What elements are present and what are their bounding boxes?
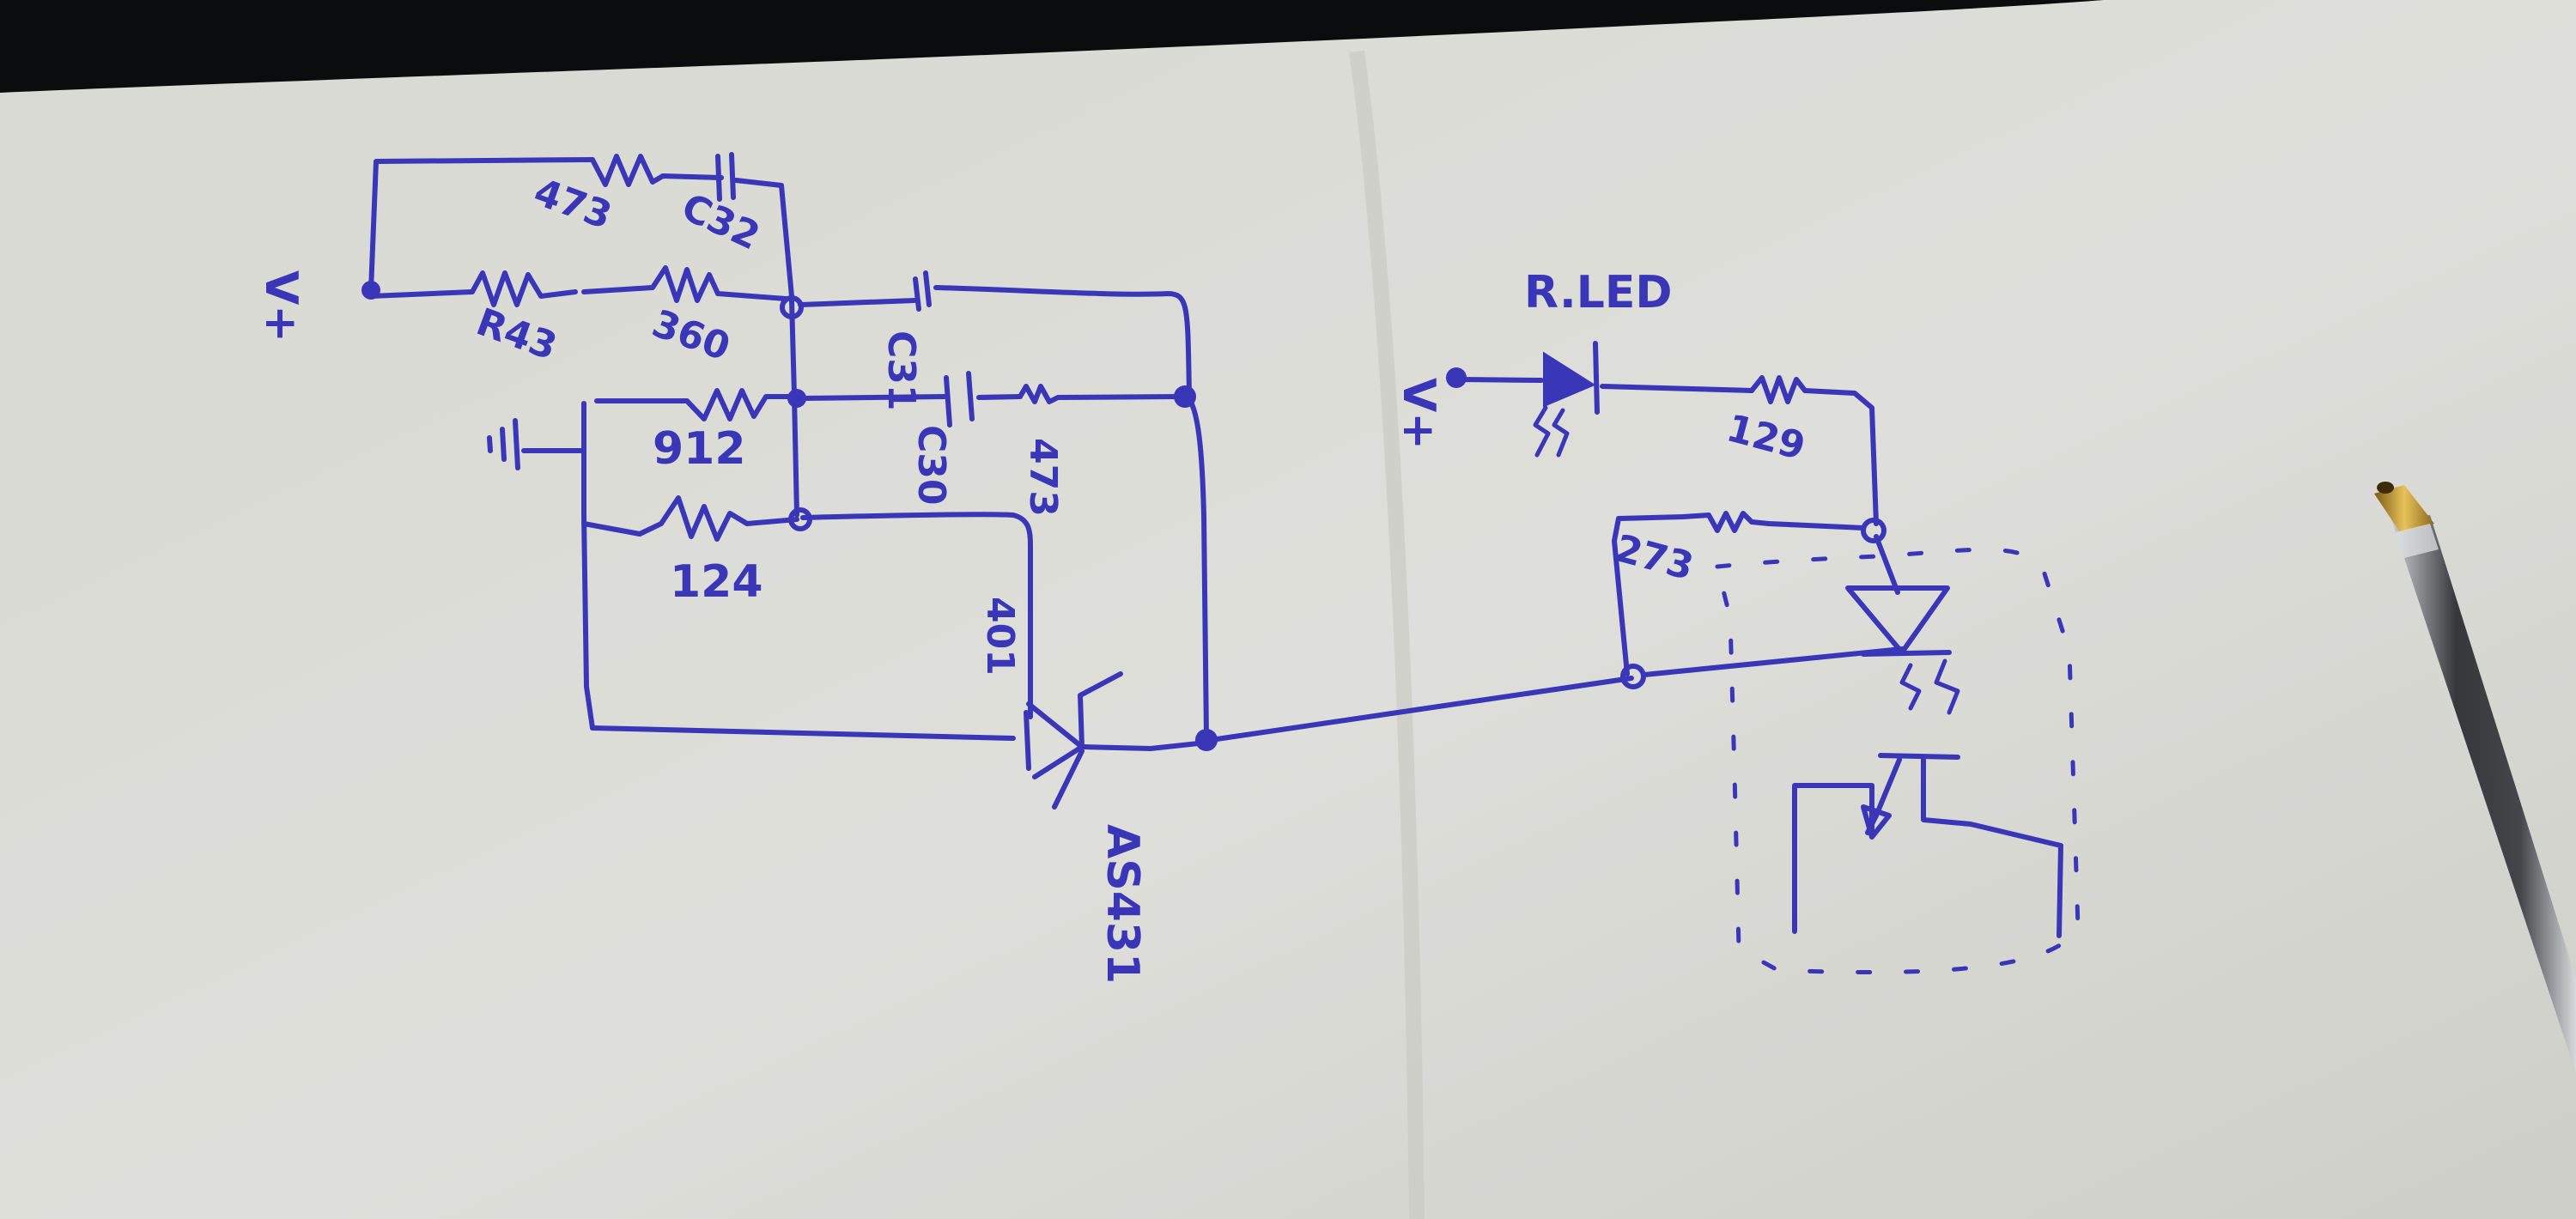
wire-top-right bbox=[733, 178, 794, 299]
label-pin-401: 401 bbox=[978, 597, 1022, 676]
as431-shunt-regulator-icon bbox=[590, 671, 1209, 810]
resistor-r43 bbox=[470, 270, 578, 307]
resistor-129 bbox=[1749, 375, 1879, 526]
label-r-124: 124 bbox=[670, 556, 763, 608]
wire-124-left bbox=[581, 521, 642, 537]
led-icon bbox=[1533, 341, 1600, 458]
vplus-label-right: V+ bbox=[1393, 378, 1444, 450]
wire-ref bbox=[800, 512, 1033, 719]
wire-anode bbox=[590, 725, 1016, 741]
junction-opto-anode bbox=[1861, 518, 1886, 543]
vplus-label-left: V+ bbox=[255, 270, 307, 343]
wire-top-left bbox=[368, 157, 595, 293]
wire-to-opto bbox=[1208, 676, 1634, 743]
wire-273-right bbox=[1749, 519, 1866, 531]
optocoupler-phototransistor-icon bbox=[1792, 753, 2063, 938]
ballpoint-pen bbox=[2374, 482, 2576, 1073]
resistor-473-top bbox=[590, 154, 724, 187]
right-network: R.LED V+ 129 273 bbox=[1393, 267, 2081, 975]
ground-icon bbox=[487, 418, 520, 470]
junction-node-2 bbox=[787, 389, 806, 408]
label-r-473-mid: 473 bbox=[1021, 438, 1065, 517]
optocoupler-led-icon bbox=[1845, 534, 1960, 715]
cap-c31-plate-a bbox=[913, 276, 921, 312]
wire-vplus-r43 bbox=[368, 289, 475, 299]
wire-left-bus bbox=[581, 401, 595, 731]
paper-fold bbox=[1349, 50, 1425, 1219]
cap-c32-plate-b bbox=[729, 152, 736, 200]
resistor-360 bbox=[581, 265, 788, 303]
label-c30: C30 bbox=[909, 425, 953, 506]
resistor-124 bbox=[637, 495, 799, 542]
optocoupler-package-outline bbox=[1714, 547, 2081, 975]
cap-c32-plate-a bbox=[715, 154, 722, 202]
label-r-912: 912 bbox=[653, 423, 746, 475]
label-r-led: R.LED bbox=[1524, 267, 1673, 318]
resistor-473-mid bbox=[1018, 384, 1183, 404]
wire-led-r129 bbox=[1600, 384, 1754, 393]
vplus-node-right bbox=[1446, 367, 1467, 388]
junction-node-1 bbox=[780, 295, 804, 319]
wire-vplus-led bbox=[1457, 377, 1544, 383]
resistor-912 bbox=[684, 388, 794, 421]
resistor-273 bbox=[1612, 511, 1754, 676]
cap-c30-plate-b bbox=[966, 371, 975, 421]
cap-c31-plate-b bbox=[923, 270, 932, 307]
left-network: V+ 473 C32 R43 360 C31 C30 bbox=[255, 152, 1634, 984]
cap-c30-plate-a bbox=[944, 375, 952, 428]
wire-right-bus bbox=[1187, 397, 1209, 741]
wire-c31-left bbox=[798, 298, 917, 307]
wire-opto-cathode bbox=[1642, 646, 1905, 677]
label-as431: AS431 bbox=[1097, 824, 1148, 984]
wire-c30-left bbox=[800, 394, 947, 401]
wire-c31-right bbox=[933, 285, 1192, 397]
